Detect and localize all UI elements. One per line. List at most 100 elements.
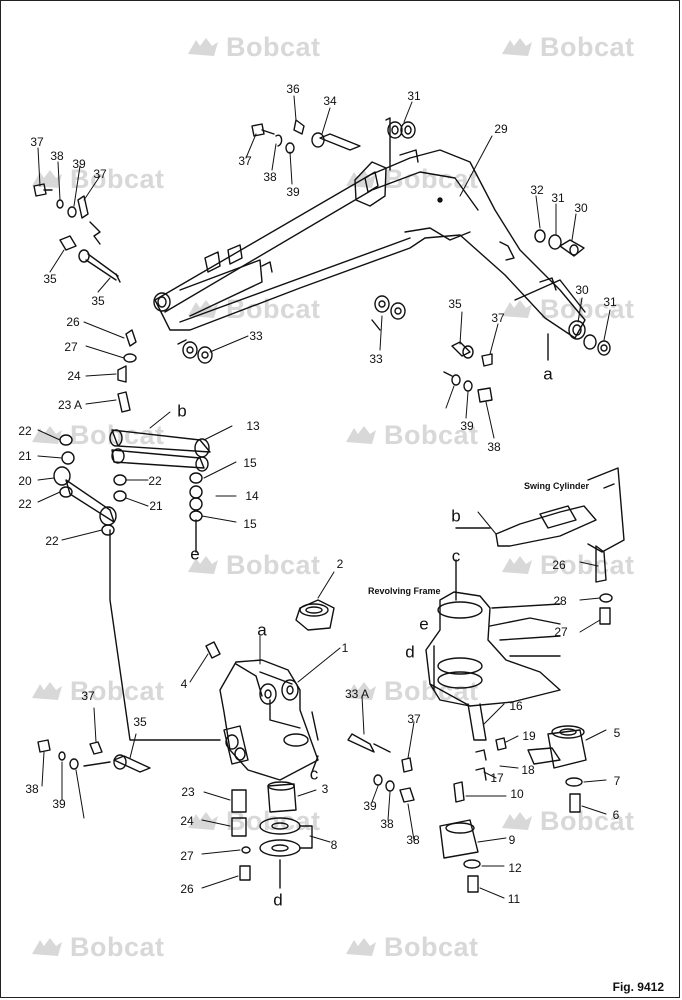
callout: 37 [238,154,252,168]
callout: 37 [93,167,107,181]
callout: 7 [613,774,621,788]
bobcat-logo-icon [32,682,62,700]
reference-letter: d [273,890,283,910]
callout: 27 [554,625,568,639]
watermark: Bobcat [500,550,635,581]
swing-bracket [205,599,415,889]
callout: 35 [448,297,462,311]
watermark: Bobcat [30,932,165,963]
watermark: Bobcat [500,294,635,325]
boom [153,117,586,340]
callout: 28 [553,594,567,608]
boom-washers-center [371,295,406,331]
callout: 21 [149,499,163,513]
callout: 27 [64,340,78,354]
callout: 24 [180,814,194,828]
watermark: Bobcat [500,806,635,837]
swing-linkage [53,329,221,741]
callout: 23 A [57,398,83,412]
boom-pin-hardware [251,119,416,154]
callout: 26 [552,558,566,572]
reference-letter: b [177,401,187,421]
callout: 22 [45,534,59,548]
watermark: Bobcat [344,676,479,707]
callout: 31 [551,191,565,205]
callout: 23 [181,785,195,799]
bobcat-logo-icon [346,426,376,444]
left-pin-hardware [33,183,121,283]
callout: 38 [50,149,64,163]
callout: 9 [508,833,516,847]
callout: 29 [494,122,508,136]
callout: 27 [180,849,194,863]
reference-letter: e [419,614,429,634]
callout: 3 [321,782,329,796]
callout: 38 [25,782,39,796]
watermark: Bobcat [344,932,479,963]
reference-letter: c [451,546,461,566]
reference-letter: a [543,364,553,384]
watermark: Bobcat [186,550,321,581]
watermark: Bobcat [186,32,321,63]
bobcat-logo-icon [346,682,376,700]
watermark: Bobcat [344,420,479,451]
bobcat-logo-icon [346,938,376,956]
bobcat-logo-icon [502,38,532,56]
callout: 1 [341,641,349,655]
callout: 21 [18,449,32,463]
callout: 34 [323,94,337,108]
watermark: Bobcat [30,164,165,195]
bobcat-logo-icon [188,812,218,830]
callout: 6 [612,808,620,822]
reference-letter: c [309,764,319,784]
callout: 30 [575,283,589,297]
callout: 38 [487,440,501,454]
callout: 11 [507,892,521,906]
boom-tip-hardware [534,229,611,356]
figure-number: Fig. 9412 [612,980,664,994]
callout: 10 [510,787,524,801]
bobcat-logo-icon [502,300,532,318]
revolving-frame [425,467,625,893]
bobcat-logo-icon [502,556,532,574]
callout: 39 [52,797,66,811]
callout: 33 A [344,687,370,701]
swing-cylinder-label: Swing Cylinder [524,481,590,491]
cylinder-pin-hardware [443,333,549,403]
callout: 39 [286,185,300,199]
callout: 38 [263,170,277,184]
watermark: Bobcat [500,32,635,63]
callout: 22 [148,474,162,488]
callout: 2 [336,557,344,571]
callout: 35 [91,294,105,308]
callout: 37 [81,689,95,703]
callout: 35 [43,272,57,286]
callout: 18 [521,763,535,777]
callout: 37 [30,135,44,149]
callout: 39 [363,799,377,813]
lower-pin-hardware [37,739,151,773]
callout: 32 [530,183,544,197]
callout: 38 [380,817,394,831]
callout: 15 [243,456,257,470]
callout: 39 [460,419,474,433]
callout: 26 [180,882,194,896]
callout: 39 [72,157,86,171]
callout: 22 [18,424,32,438]
boom-washers-left [177,339,213,364]
bobcat-logo-icon [346,170,376,188]
callout: 35 [133,715,147,729]
callout: 33 [369,352,383,366]
callout: 31 [407,89,421,103]
callout: 38 [406,833,420,847]
callout: 17 [490,771,504,785]
callout: 36 [286,82,300,96]
callout: 4 [180,677,188,691]
bobcat-logo-icon [188,556,218,574]
callout: 14 [245,489,259,503]
callout: 31 [603,295,617,309]
callout: 22 [18,497,32,511]
revolving-frame-label: Revolving Frame [368,586,441,596]
